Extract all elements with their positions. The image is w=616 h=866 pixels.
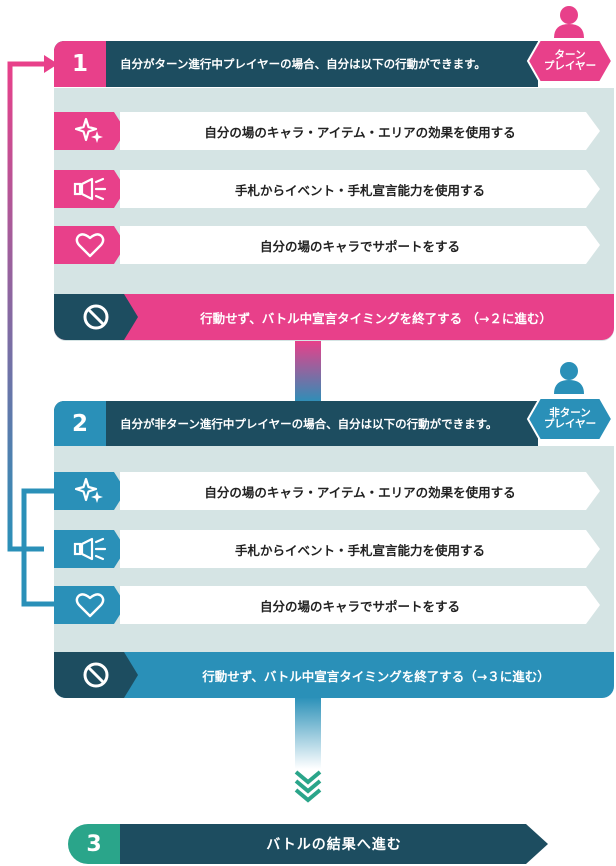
turn-player-badge: ターン プレイヤー <box>526 50 614 72</box>
turn-player-badge-shape <box>526 39 614 83</box>
phase2-bracket <box>21 488 72 607</box>
phase3-banner[interactable]: 3 バトルの結果へ進む <box>68 824 548 864</box>
down-chevron-1 <box>294 770 322 785</box>
phase2-header: 2 自分が非ターン進行中プレイヤーの場合、自分は以下の行動ができます。 <box>54 401 538 446</box>
phase-connector-2-3 <box>295 697 321 769</box>
megaphone-icon <box>54 530 126 568</box>
phase3-number: 3 <box>68 824 120 864</box>
phase2-end-row[interactable]: 行動せず、バトル中宣言タイミングを終了する（→３に進む） <box>54 652 614 698</box>
phase2-header-text: 自分が非ターン進行中プレイヤーの場合、自分は以下の行動ができます。 <box>120 416 498 431</box>
phase1-action-row[interactable]: 自分の場のキャラ・アイテム・エリアの効果を使用する <box>54 112 600 150</box>
phase3-label: バトルの結果へ進む <box>120 824 548 864</box>
megaphone-icon <box>54 170 126 208</box>
phase2-action-row[interactable]: 自分の場のキャラでサポートをする <box>54 586 600 624</box>
no-entry-icon <box>54 294 138 340</box>
sparkle-icon <box>54 112 126 150</box>
sparkle-icon <box>54 472 126 510</box>
loop-back-line <box>7 61 46 552</box>
heart-icon <box>54 586 126 624</box>
badge-line-2: プレイヤー <box>543 60 597 72</box>
action-label: 自分の場のキャラ・アイテム・エリアの効果を使用する <box>120 472 600 510</box>
action-label: 自分の場のキャラでサポートをする <box>120 226 600 264</box>
phase1-action-row[interactable]: 手札からイベント・手札宣言能力を使用する <box>54 170 600 208</box>
badge-line-1: ターン <box>554 49 586 61</box>
heart-icon <box>54 226 126 264</box>
loop-back-arrowhead <box>44 55 58 73</box>
action-label: 手札からイベント・手札宣言能力を使用する <box>120 530 600 568</box>
phase1-number: 1 <box>54 41 106 87</box>
badge-line-2: プレイヤー <box>543 418 597 430</box>
badge-line-1: 非ターン <box>549 407 591 419</box>
non-turn-player-badge-shape <box>526 397 614 441</box>
end-label: 行動せず、バトル中宣言タイミングを終了する（→３に進む） <box>202 668 550 684</box>
phase2-action-row[interactable]: 自分の場のキャラ・アイテム・エリアの効果を使用する <box>54 472 600 510</box>
no-entry-icon <box>54 652 138 698</box>
action-label: 自分の場のキャラでサポートをする <box>120 586 600 624</box>
end-label: 行動せず、バトル中宣言タイミングを終了する （→２に進む） <box>200 310 552 326</box>
non-turn-player-avatar-icon <box>554 362 584 394</box>
action-label: 自分の場のキャラ・アイテム・エリアの効果を使用する <box>120 112 600 150</box>
phase1-header-text: 自分がターン進行中プレイヤーの場合、自分は以下の行動ができます。 <box>120 57 486 71</box>
phase1-header: 1 自分がターン進行中プレイヤーの場合、自分は以下の行動ができます。 <box>54 41 538 87</box>
phase-connector-1-2 <box>295 341 321 403</box>
phase1-action-row[interactable]: 自分の場のキャラでサポートをする <box>54 226 600 264</box>
phase1-end-row[interactable]: 行動せず、バトル中宣言タイミングを終了する （→２に進む） <box>54 294 614 340</box>
action-label: 手札からイベント・手札宣言能力を使用する <box>120 170 600 208</box>
down-chevron-2 <box>294 779 322 794</box>
phase2-number: 2 <box>54 401 106 446</box>
down-chevron-3 <box>294 788 322 803</box>
non-turn-player-badge: 非ターン プレイヤー <box>526 408 614 430</box>
turn-player-avatar-icon <box>554 6 584 38</box>
phase2-action-row[interactable]: 手札からイベント・手札宣言能力を使用する <box>54 530 600 568</box>
